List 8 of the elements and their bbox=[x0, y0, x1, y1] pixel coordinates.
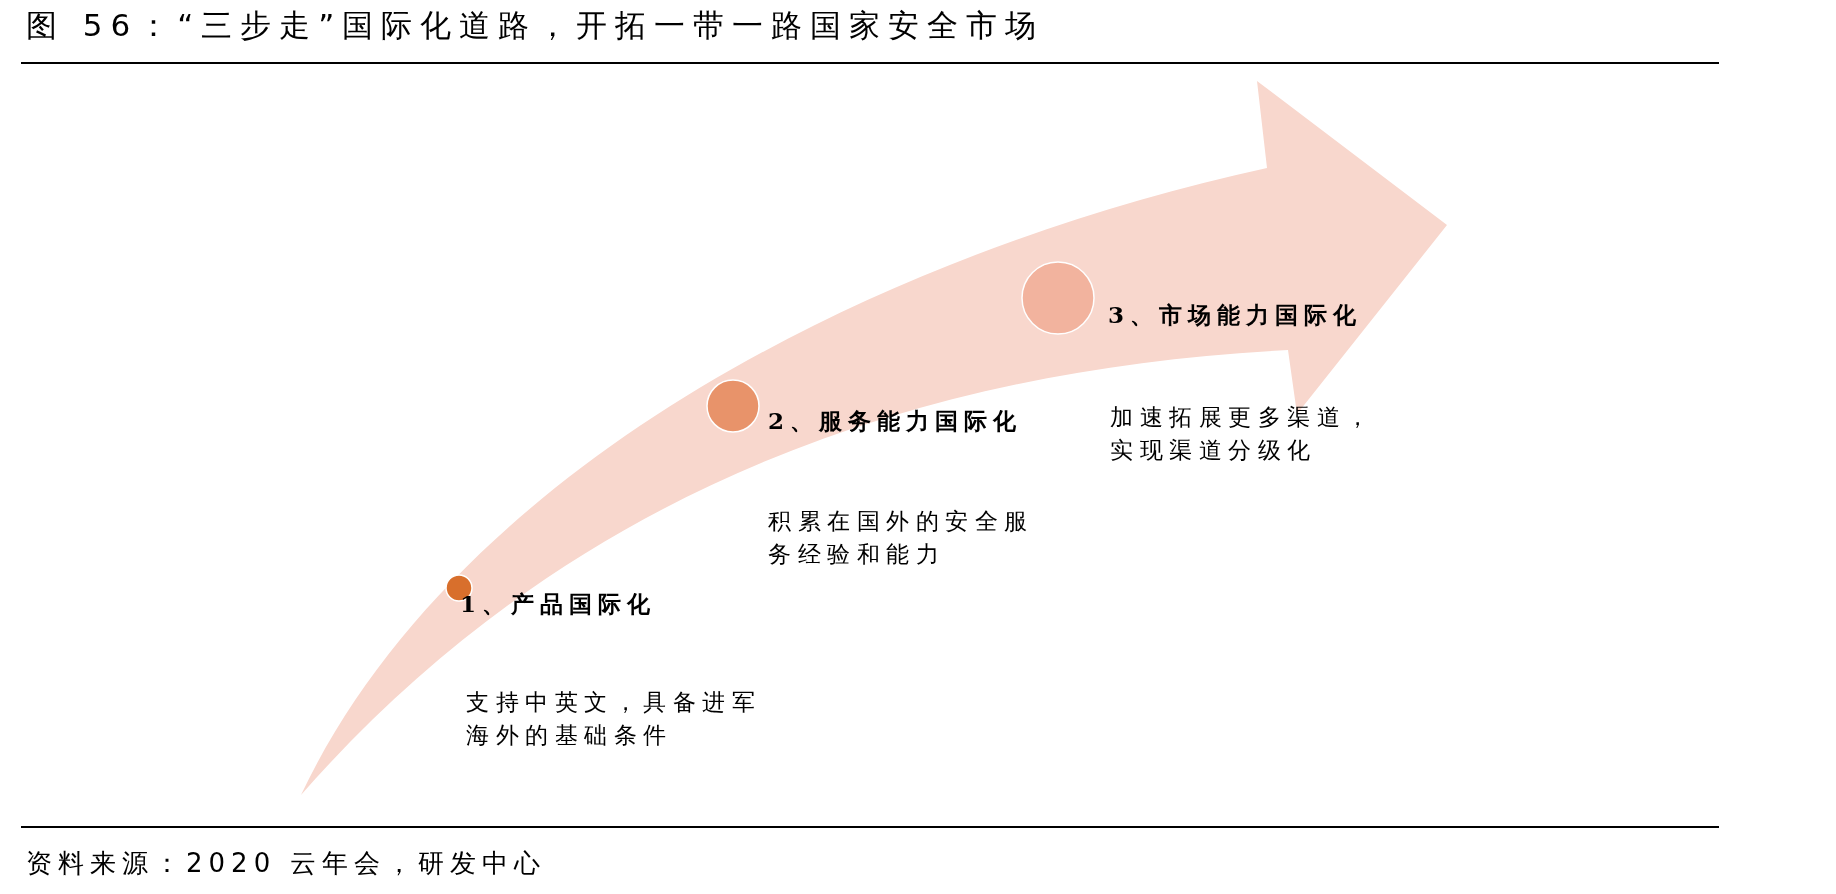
step-description: 支持中英文，具备进军海外的基础条件 bbox=[466, 688, 762, 750]
step-description: 积累在国外的安全服务经验和能力 bbox=[768, 507, 1035, 569]
step-heading: 2、服务能力国际化 bbox=[768, 406, 1022, 436]
step-description: 加速拓展更多渠道，实现渠道分级化 bbox=[1110, 403, 1377, 465]
step-heading: 1、产品国际化 bbox=[460, 589, 656, 619]
figure-title: 图 56：“三步走”国际化道路，开拓一带一路国家安全市场 bbox=[26, 6, 1045, 45]
source-note: 资料来源：2020 云年会，研发中心 bbox=[26, 847, 547, 880]
step-heading: 3、市场能力国际化 bbox=[1108, 300, 1362, 330]
